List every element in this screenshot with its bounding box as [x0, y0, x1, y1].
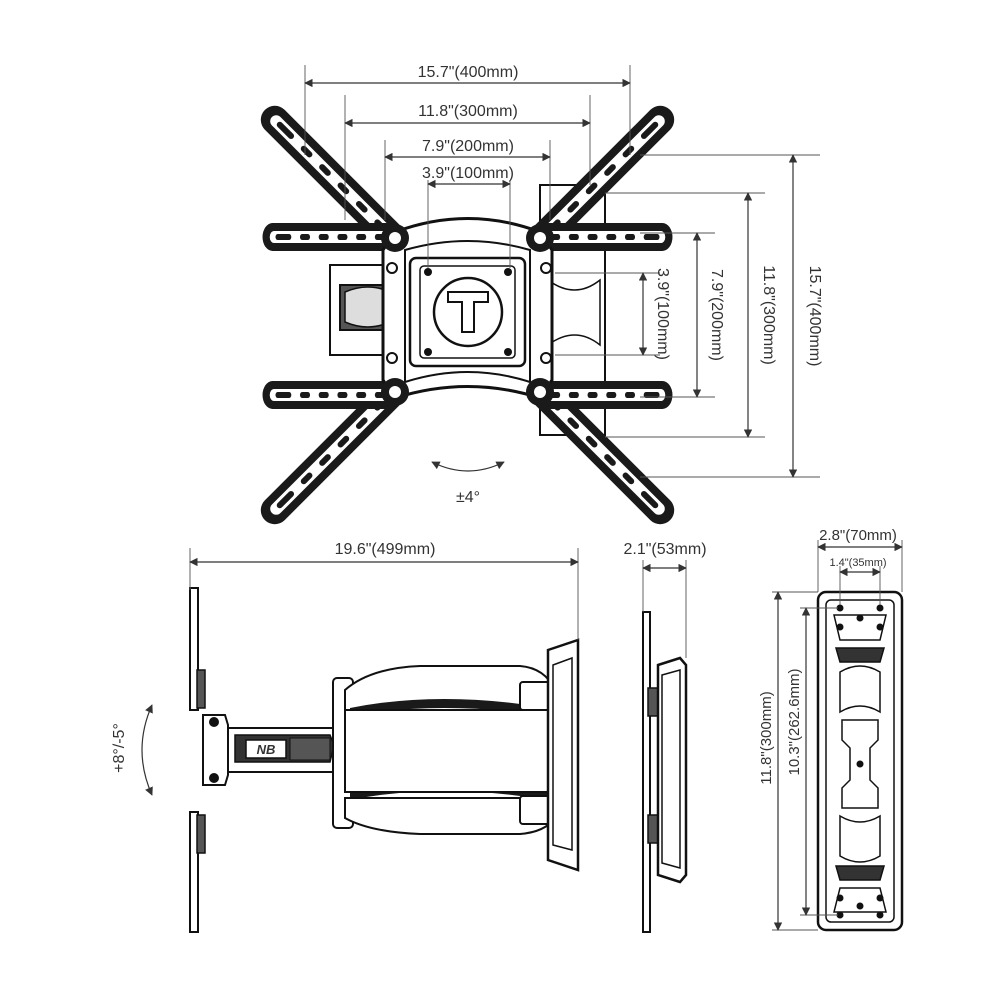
dim-width-400: 15.7"(400mm): [418, 64, 519, 81]
horizontal-arm-top-right: [535, 223, 673, 251]
brand-logo: NB: [257, 742, 276, 757]
dim-height-300: 11.8"(300mm): [760, 265, 777, 365]
front-view: 15.7"(400mm) 11.8"(300mm) 7.9"(200mm) 3.…: [254, 64, 823, 531]
vertical-dimensions: 3.9"(100mm) 7.9"(200mm) 11.8"(300mm) 15.…: [555, 154, 823, 478]
dim-width-200: 7.9"(200mm): [422, 138, 514, 155]
rotation-indicator: ±4°: [431, 461, 505, 506]
dim-width-300: 11.8"(300mm): [418, 103, 518, 120]
side-view: NB 19.6"(499mm) +8°/-5°: [111, 541, 580, 933]
dim-plate-hole-height: 10.3"(262.6mm): [786, 668, 803, 775]
horizontal-arm-top-left: [262, 223, 400, 251]
dim-height-100: 3.9"(100mm): [654, 268, 671, 360]
dim-extension: 19.6"(499mm): [335, 541, 436, 558]
dim-depth: 2.1"(53mm): [623, 541, 706, 558]
rotation-label: ±4°: [456, 489, 480, 506]
dim-plate-width: 2.8"(70mm): [819, 527, 897, 544]
dim-height-200: 7.9"(200mm): [708, 269, 725, 361]
center-bracket: [381, 217, 554, 406]
dim-plate-hole-spacing: 1.4"(35mm): [829, 557, 886, 569]
dim-height-400: 15.7"(400mm): [806, 266, 823, 367]
horizontal-dimensions: 15.7"(400mm) 11.8"(300mm) 7.9"(200mm) 3.…: [304, 64, 631, 268]
tilt-label: +8°/-5°: [111, 723, 128, 773]
horizontal-arm-bottom-left: [262, 381, 400, 409]
profile-view: 2.1"(53mm): [623, 541, 707, 933]
wall-plate-view: 2.8"(70mm) 1.4"(35mm) 11.8"(300mm) 10.3"…: [758, 527, 904, 932]
dim-width-100: 3.9"(100mm): [422, 165, 514, 182]
tilt-indicator: +8°/-5°: [111, 704, 153, 796]
tv-plate-side: [189, 587, 206, 933]
extension-dimension: 19.6"(499mm): [189, 541, 579, 640]
extension-arms: [332, 638, 580, 872]
tilt-head: NB: [202, 714, 341, 786]
dim-plate-height: 11.8"(300mm): [758, 691, 775, 784]
horizontal-arm-bottom-right: [535, 381, 673, 409]
